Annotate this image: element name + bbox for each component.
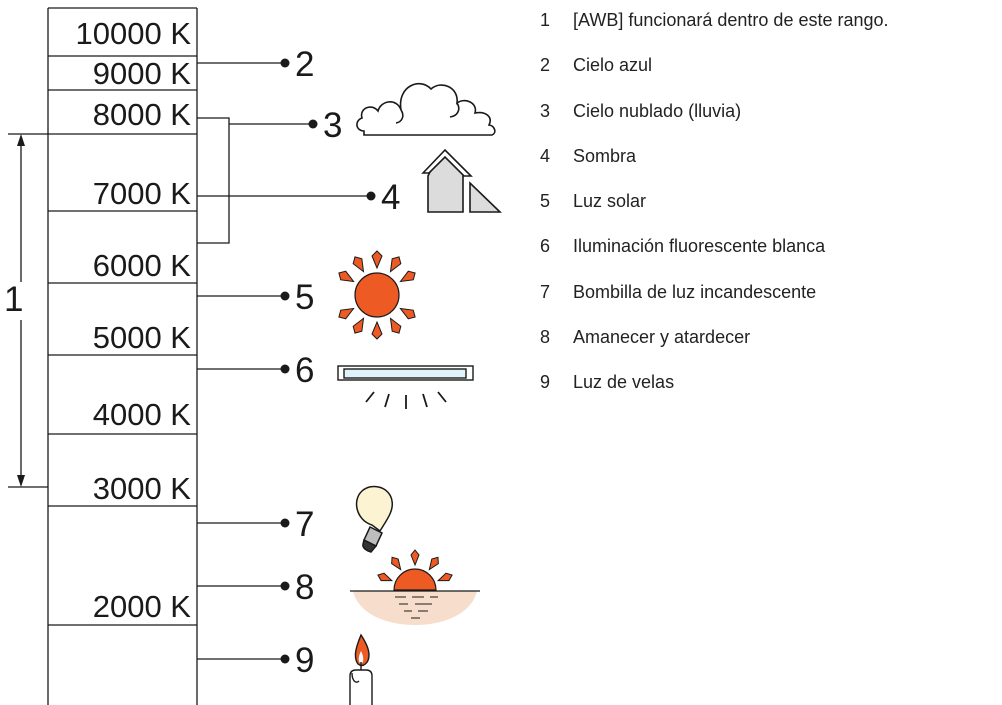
leader-3 (197, 117, 310, 244)
leader-dot-6 (280, 364, 290, 374)
leader-dot-3 (308, 119, 318, 129)
legend-item: 3 Cielo nublado (lluvia) (540, 101, 1000, 146)
scale-label-5000: 5000 K (93, 320, 192, 355)
fluorescent-lamp-icon (337, 365, 474, 409)
house-shade-icon (421, 148, 502, 213)
scale-label-2000: 2000 K (93, 589, 192, 624)
leader-dot-2 (280, 58, 290, 68)
legend-text: Luz solar (573, 191, 647, 212)
marker-number-4: 4 (381, 178, 400, 217)
scale-label-8000: 8000 K (93, 97, 192, 132)
range-label: 1 (4, 280, 23, 319)
legend-number: 8 (540, 327, 551, 348)
legend-number: 9 (540, 372, 551, 393)
scale-label-9000: 9000 K (93, 56, 192, 91)
legend-text: Luz de velas (573, 372, 675, 393)
leader-dot-9 (280, 654, 290, 664)
legend-item: 4 Sombra (540, 146, 1000, 191)
legend-number: 6 (540, 236, 551, 257)
legend-text: Bombilla de luz incandescente (573, 281, 817, 302)
leader-dot-7 (280, 518, 290, 528)
scale-label-4000: 4000 K (93, 397, 192, 432)
range-arrow-down (17, 475, 25, 487)
legend-item: 5 Luz solar (540, 191, 1000, 236)
leader-dot-8 (280, 581, 290, 591)
sun-icon (338, 250, 416, 340)
marker-number-7: 7 (295, 505, 314, 544)
legend-number: 3 (540, 100, 551, 121)
legend-number: 1 (540, 10, 551, 30)
legend-item: 6 Iluminación fluorescente blanca (540, 236, 1000, 281)
legend-number: 2 (540, 55, 551, 76)
sunset-icon (350, 549, 480, 625)
legend-text: Cielo azul (573, 55, 653, 76)
legend-text: Sombra (573, 145, 637, 166)
leader-dot-5 (280, 291, 290, 301)
scale-label-3000: 3000 K (93, 471, 192, 506)
marker-number-6: 6 (295, 351, 314, 390)
marker-number-9: 9 (295, 641, 314, 680)
legend-item: 1 [AWB] funcionará dentro de este rango. (540, 10, 1000, 55)
marker-number-3: 3 (323, 106, 342, 145)
range-arrow-up (17, 134, 25, 146)
legend-number: 4 (540, 145, 551, 166)
legend-list: 1 [AWB] funcionará dentro de este rango.… (540, 10, 1000, 418)
marker-number-2: 2 (295, 45, 314, 84)
candle-icon (349, 633, 373, 705)
legend-text: [AWB] funcionará dentro de este rango. (573, 10, 889, 30)
light-bulb-icon (355, 485, 394, 553)
legend-number: 5 (540, 191, 551, 212)
legend-text: Cielo nublado (lluvia) (573, 100, 742, 121)
scale-label-10000: 10000 K (76, 16, 192, 51)
legend-item: 8 Amanecer y atardecer (540, 327, 1000, 372)
legend-number: 7 (540, 281, 551, 302)
marker-number-5: 5 (295, 278, 314, 317)
scale-label-7000: 7000 K (93, 176, 192, 211)
legend-text: Amanecer y atardecer (573, 327, 751, 348)
legend-item: 2 Cielo azul (540, 55, 1000, 100)
leader-dot-4 (366, 191, 376, 201)
legend-item: 7 Bombilla de luz incandescente (540, 282, 1000, 327)
marker-number-8: 8 (295, 568, 314, 607)
legend-item: 9 Luz de velas (540, 372, 1000, 417)
legend-text: Iluminación fluorescente blanca (573, 236, 826, 257)
cloud-icon (356, 82, 496, 136)
scale-label-6000: 6000 K (93, 248, 192, 283)
